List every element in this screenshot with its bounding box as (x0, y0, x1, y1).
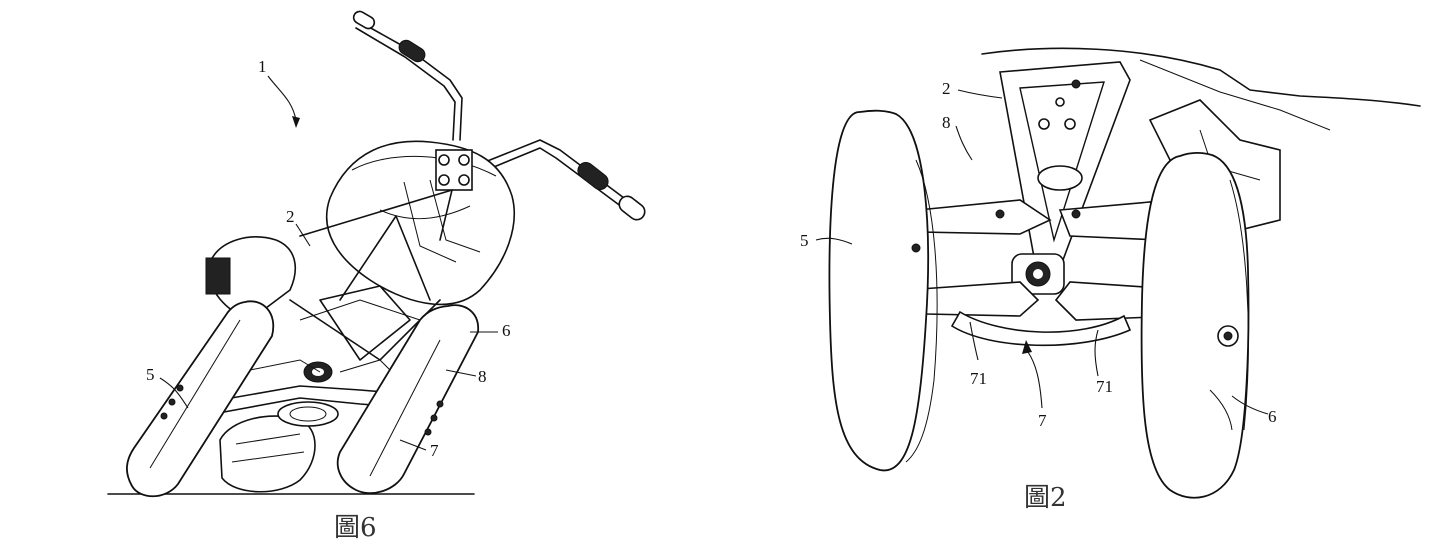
figure-6-caption: 圖6 (334, 513, 377, 543)
figure-2-caption: 圖2 (1024, 483, 1067, 513)
front-frame (289, 189, 453, 361)
ref-label-7: 7 (1038, 411, 1047, 430)
ref-label-6: 6 (502, 321, 511, 340)
figure-6-panel: 1 2 5 6 7 8 圖6 (107, 10, 646, 543)
suspension-7 (219, 359, 413, 427)
ref-label-8: 8 (942, 113, 951, 132)
ref-label-6: 6 (1268, 407, 1277, 426)
center-pivot (1011, 253, 1065, 295)
wheel-6 (336, 304, 479, 495)
wheel-5 (828, 109, 938, 472)
ref-label-71-left: 71 (970, 369, 987, 388)
handlebar (352, 10, 646, 221)
body-outline (981, 47, 1421, 107)
figure-2-panel: 2 8 5 6 71 71 7 圖2 (720, 0, 1440, 556)
ref-label-5: 5 (800, 231, 809, 250)
engine-assembly (205, 236, 316, 493)
ref-label-5: 5 (146, 365, 155, 384)
ref-label-1: 1 (258, 57, 267, 76)
steering-head (435, 149, 473, 191)
ref-label-2: 2 (286, 207, 295, 226)
figure-6-drawing: 1 2 5 6 7 8 圖6 (107, 10, 646, 543)
wheel-6 (1140, 152, 1250, 499)
fuel-tank (325, 140, 516, 306)
ref-label-7: 7 (430, 441, 439, 460)
figure-6-leaders (159, 75, 498, 451)
figure-2-leaders (815, 89, 1269, 415)
ref-label-71-right: 71 (1096, 377, 1113, 396)
figure-2-drawing: 2 8 5 6 71 71 7 圖2 (800, 47, 1421, 513)
wheel-5 (126, 300, 275, 498)
ref-label-8: 8 (478, 367, 487, 386)
ref-label-2: 2 (942, 79, 951, 98)
